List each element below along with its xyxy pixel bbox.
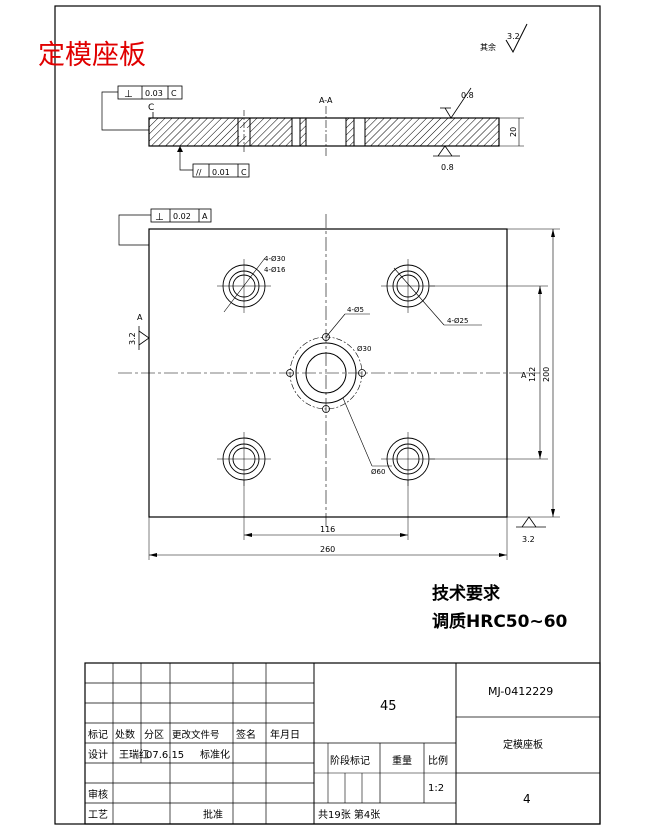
hole-bottom-left: [217, 432, 271, 486]
tb-approve: 批准: [203, 808, 223, 821]
callout-60: Ø60: [371, 468, 385, 476]
thickness-dim: 20: [509, 127, 518, 137]
tb-label-zone: 分区: [144, 729, 164, 741]
roughness-left: 3.2: [128, 332, 137, 345]
callout-4-16: 4-Ø16: [264, 266, 286, 274]
title-block-text: 标记 处数 分区 更改文件号 签名 年月日 设计 王瑞红 07.6.15 标准化…: [88, 685, 553, 821]
tb-design-date: 07.6.15: [146, 750, 184, 761]
tb-label-count: 处数: [115, 728, 135, 741]
sheet-border: [54, 5, 601, 825]
tb-design-label: 设计: [88, 748, 108, 761]
tb-weight: 重量: [392, 754, 412, 767]
title-block: [84, 662, 601, 825]
dim-200: 200: [542, 367, 551, 382]
fcf-par-datum: C: [241, 168, 247, 177]
section-label: A-A: [319, 96, 333, 105]
tb-label-mark: 标记: [88, 729, 108, 741]
dim-122: 122: [528, 367, 537, 382]
datum-c-label: C: [148, 103, 154, 113]
hole-top-left: [217, 259, 271, 313]
hole-top-right: [381, 259, 435, 313]
callout-4-30: 4-Ø30: [264, 255, 285, 263]
roughness-bottom: 0.8: [441, 163, 454, 172]
roughness-other-value: 3.2: [507, 32, 520, 41]
section-mark-right: A: [521, 371, 527, 380]
tb-label-sign: 签名: [236, 728, 256, 741]
dim-260: 260: [320, 545, 335, 554]
roughness-bottom-right: 3.2: [522, 535, 535, 544]
fcf-par-symbol: //: [196, 168, 202, 177]
tb-standardize: 标准化: [200, 748, 230, 761]
drawing-title: 定模座板: [38, 40, 146, 71]
requirements-line1: 调质HRC50~60: [432, 612, 568, 632]
tb-scale: 1:2: [428, 783, 444, 794]
fcf-perp-value: 0.03: [145, 89, 163, 98]
dim-116: 116: [320, 525, 335, 534]
callout-4-25: 4-Ø25: [447, 317, 468, 325]
fcf-plan-symbol: ⊥: [155, 212, 164, 223]
roughness-top: 0.8: [461, 91, 474, 100]
tb-part-name: 定模座板: [503, 738, 543, 751]
requirements-heading: 技术要求: [432, 583, 500, 604]
hole-bottom-right: [381, 432, 435, 486]
tb-stage: 阶段标记: [330, 754, 370, 767]
tb-scale-header: 比例: [428, 754, 448, 767]
section-view: A-A 20 0.8 0.8: [101, 85, 524, 178]
tb-drawing-no: MJ-0412229: [488, 685, 553, 698]
tb-sheets: 共19张 第4张: [318, 808, 380, 821]
fcf-perp-symbol: ⊥: [124, 89, 133, 100]
fcf-par-value: 0.01: [212, 168, 230, 177]
fcf-plan-value: 0.02: [173, 212, 191, 221]
roughness-other-label: 其余: [480, 42, 496, 52]
plan-view: ⊥ 0.02 A: [118, 208, 560, 560]
tb-process: 工艺: [88, 809, 108, 821]
fcf-perp-datum: C: [171, 89, 177, 98]
tb-review: 审核: [88, 788, 108, 801]
fcf-plan-datum: A: [202, 212, 208, 221]
tb-material: 45: [380, 699, 397, 714]
center-bore: [286, 333, 366, 413]
tb-designer: 王瑞红: [119, 748, 149, 761]
tb-sheet-no: 4: [523, 792, 531, 806]
tb-label-date: 年月日: [270, 728, 300, 741]
tb-label-change: 更改文件号: [172, 729, 220, 741]
callout-30: Ø30: [357, 345, 371, 353]
section-mark-left: A: [137, 313, 143, 322]
roughness-other-symbol: 其余 3.2: [480, 23, 528, 54]
callout-4-5: 4-Ø5: [347, 306, 364, 314]
